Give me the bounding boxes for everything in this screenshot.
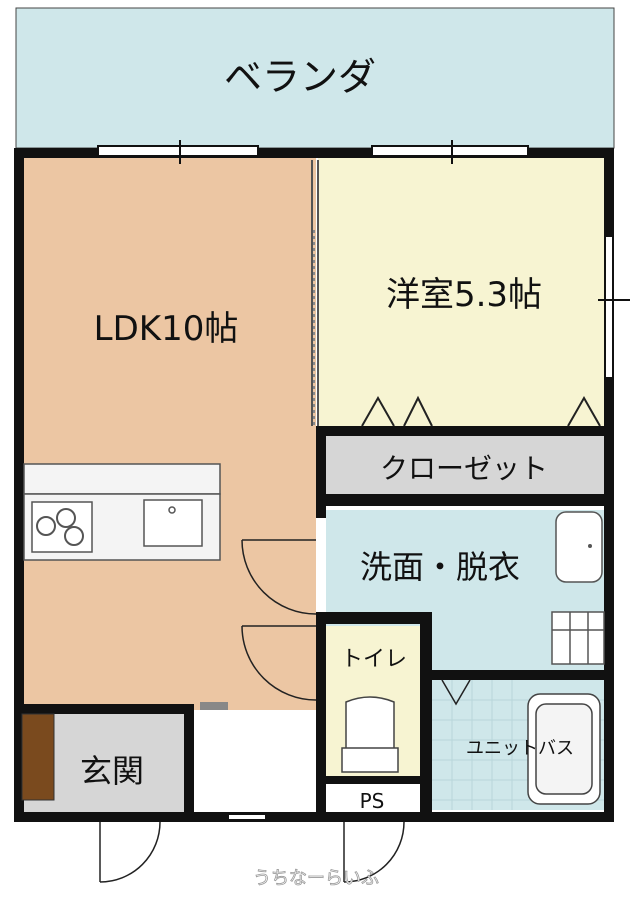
- closet-room: [326, 436, 604, 494]
- burner-icon: [64, 526, 84, 546]
- bathtub: [527, 693, 601, 805]
- entrance-label: 玄関: [80, 752, 144, 790]
- washroom-label: 洗面・脱衣: [360, 548, 520, 586]
- door-swings: [99, 539, 471, 883]
- burner-icon: [56, 508, 76, 528]
- closet-label: クローゼット: [380, 452, 548, 485]
- western-label: 洋室5.3帖: [386, 275, 542, 315]
- veranda-label: ベランダ: [224, 55, 376, 99]
- ps-room: [326, 784, 418, 816]
- windows: [97, 140, 630, 821]
- exterior-walls: [14, 148, 614, 822]
- interior-walls: [24, 426, 612, 816]
- ldk-label: LDK10帖: [94, 309, 239, 349]
- sliding-partition: [311, 160, 319, 426]
- unit-bath-label: ユニットバス: [466, 738, 574, 759]
- ldk-room: [24, 158, 316, 710]
- watermark: うちなーらいふ: [253, 868, 379, 889]
- kitchen-counter: [23, 463, 221, 561]
- toilet-label: トイレ: [341, 647, 407, 672]
- wash-basin: [555, 511, 603, 583]
- western-room: [318, 158, 608, 430]
- washer-shelf: [551, 611, 605, 665]
- shoe-box: [21, 713, 55, 801]
- burner-icon: [36, 516, 56, 536]
- ps-label: PS: [360, 789, 385, 813]
- veranda-area: [15, 7, 615, 149]
- drain-icon: [168, 506, 176, 514]
- toilet-fixture: [341, 696, 399, 773]
- closet-folding-doors: [361, 395, 601, 427]
- entrance-step: [200, 702, 228, 710]
